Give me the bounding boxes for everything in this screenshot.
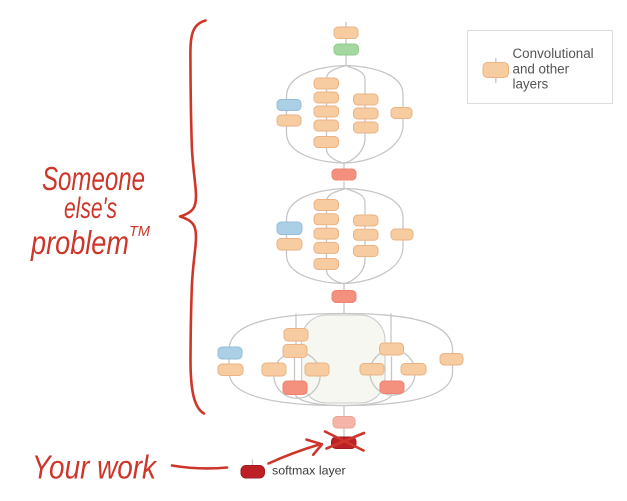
svg-text:layers: layers [513, 76, 549, 91]
svg-text:softmax layer: softmax layer [272, 464, 346, 478]
svg-text:Someone: Someone [42, 160, 145, 197]
svg-text:TM: TM [129, 224, 151, 240]
svg-text:else's: else's [64, 192, 117, 225]
svg-text:and other: and other [513, 61, 570, 76]
svg-text:Your work: Your work [32, 449, 157, 486]
svg-text:problem: problem [30, 224, 129, 261]
svg-text:Convolutional: Convolutional [513, 46, 594, 61]
